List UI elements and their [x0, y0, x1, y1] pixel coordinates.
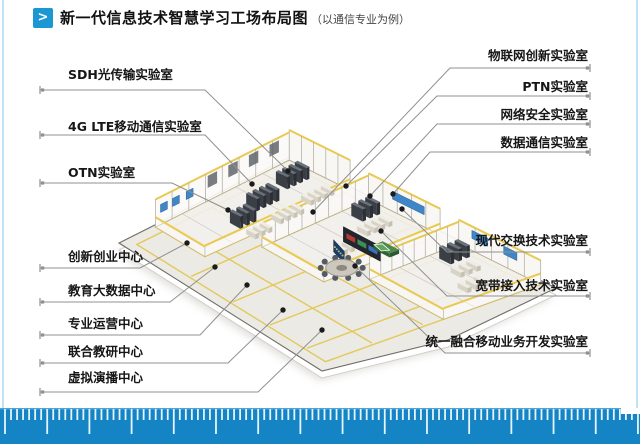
header-arrow-icon: >	[33, 8, 53, 28]
label-data-comm-lab: 数据通信实验室	[500, 135, 588, 150]
page-title-text: 新一代信息技术智慧学习工场布局图	[60, 9, 309, 27]
label-edu-bigdata-center: 教育大数据中心	[68, 283, 156, 298]
label-innovation-center: 创新创业中心	[68, 249, 144, 264]
label-unified-mobile-dev-lab: 统一融合移动业务开发实验室	[425, 334, 588, 349]
label-ptn-lab: PTN实验室	[522, 79, 588, 94]
lab-wings	[154, 129, 543, 321]
page-title: 新一代信息技术智慧学习工场布局图（以通信专业为例）	[60, 7, 410, 28]
label-network-security-lab: 网络安全实验室	[500, 107, 588, 122]
label-broadband-lab: 宽带接入技术实验室	[475, 278, 588, 293]
label-operation-center: 专业运营中心	[68, 316, 144, 331]
label-iot-lab: 物联网创新实验室	[487, 48, 588, 63]
page-subtitle: （以通信专业为例）	[311, 13, 411, 26]
label-sdh-optical-lab: SDH光传输实验室	[68, 67, 173, 82]
label-4g-lte-lab: 4G LTE移动通信实验室	[68, 119, 202, 134]
callout-lines	[39, 64, 591, 396]
label-otn-lab: OTN实验室	[68, 165, 136, 180]
label-switching-lab: 现代交换技术实验室	[475, 233, 588, 248]
label-joint-research-center: 联合教研中心	[68, 344, 144, 359]
label-virtual-studio-center: 虚拟演播中心	[68, 370, 144, 385]
